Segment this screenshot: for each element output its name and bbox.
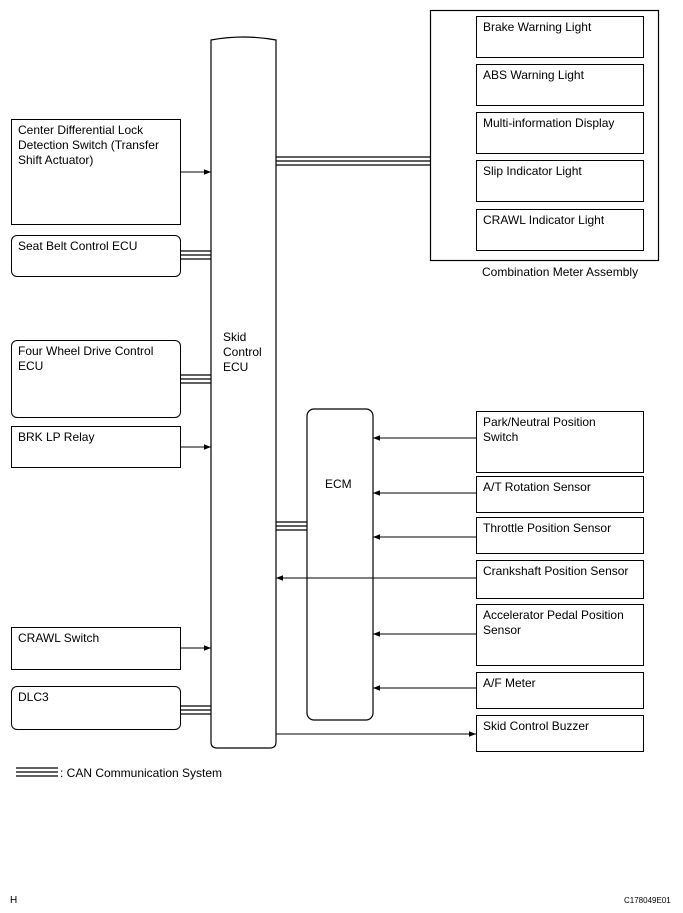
ecm-body bbox=[306, 408, 374, 721]
center-diff-lock-switch-box: Center Differential Lock Detection Switc… bbox=[11, 119, 181, 225]
park-neutral-position-switch-box: Park/Neutral Position Switch bbox=[476, 411, 644, 473]
four-wheel-drive-ecu-label: Four Wheel Drive Control ECU bbox=[18, 344, 154, 373]
can-line-meter bbox=[276, 156, 430, 166]
crawl-indicator-light-label: CRAWL Indicator Light bbox=[483, 213, 605, 227]
skid-ecu-label: Skid Control ECU bbox=[223, 330, 262, 374]
af-meter-box: A/F Meter bbox=[476, 672, 644, 709]
crawl-indicator-light-box: CRAWL Indicator Light bbox=[476, 209, 644, 251]
center-diff-lock-switch-label: Center Differential Lock Detection Switc… bbox=[18, 123, 159, 167]
slip-indicator-light-label: Slip Indicator Light bbox=[483, 164, 582, 178]
at-rotation-sensor-box: A/T Rotation Sensor bbox=[476, 476, 644, 513]
corner-mark-left: H bbox=[10, 895, 18, 906]
skid-control-buzzer-box: Skid Control Buzzer bbox=[476, 715, 644, 752]
crankshaft-position-sensor-box: Crankshaft Position Sensor bbox=[476, 560, 644, 599]
seat-belt-control-ecu-label: Seat Belt Control ECU bbox=[18, 239, 138, 253]
can-line-4wd bbox=[181, 374, 211, 384]
crawl-switch-box: CRAWL Switch bbox=[11, 627, 181, 670]
ecm-label: ECM bbox=[325, 477, 352, 491]
seat-belt-control-ecu-box: Seat Belt Control ECU bbox=[11, 235, 181, 277]
park-neutral-position-switch-label: Park/Neutral Position Switch bbox=[483, 415, 596, 444]
brake-warning-light-label: Brake Warning Light bbox=[483, 20, 592, 34]
crawl-switch-label: CRAWL Switch bbox=[18, 631, 100, 645]
throttle-position-sensor-box: Throttle Position Sensor bbox=[476, 517, 644, 554]
crankshaft-position-sensor-label: Crankshaft Position Sensor bbox=[483, 564, 629, 578]
dlc3-box: DLC3 bbox=[11, 686, 181, 730]
abs-warning-light-box: ABS Warning Light bbox=[476, 64, 644, 106]
af-meter-label: A/F Meter bbox=[483, 676, 536, 690]
combination-meter-outline bbox=[429, 9, 660, 262]
legend-label: : CAN Communication System bbox=[60, 766, 223, 780]
at-rotation-sensor-label: A/T Rotation Sensor bbox=[483, 480, 591, 494]
multi-information-display-box: Multi-information Display bbox=[476, 112, 644, 154]
slip-indicator-light-box: Slip Indicator Light bbox=[476, 160, 644, 202]
brk-lp-relay-box: BRK LP Relay bbox=[11, 426, 181, 468]
dlc3-label: DLC3 bbox=[18, 690, 49, 704]
multi-information-display-label: Multi-information Display bbox=[483, 116, 615, 130]
abs-warning-light-label: ABS Warning Light bbox=[483, 68, 584, 82]
throttle-position-sensor-label: Throttle Position Sensor bbox=[483, 521, 612, 535]
can-line-ecm bbox=[276, 521, 307, 531]
brk-lp-relay-label: BRK LP Relay bbox=[18, 430, 95, 444]
combination-meter-label: Combination Meter Assembly bbox=[482, 265, 639, 279]
four-wheel-drive-ecu-box: Four Wheel Drive Control ECU bbox=[11, 340, 181, 418]
accelerator-pedal-position-sensor-label: Accelerator Pedal Position Sensor bbox=[483, 608, 624, 637]
accelerator-pedal-position-sensor-box: Accelerator Pedal Position Sensor bbox=[476, 604, 644, 666]
can-line-seatbelt bbox=[181, 250, 211, 260]
skid-ecu-body bbox=[210, 36, 277, 749]
skid-control-buzzer-label: Skid Control Buzzer bbox=[483, 719, 590, 733]
corner-mark-right: C178049E01 bbox=[624, 896, 671, 905]
can-line-dlc3 bbox=[181, 705, 211, 715]
brake-warning-light-box: Brake Warning Light bbox=[476, 16, 644, 58]
legend-can-symbol bbox=[16, 767, 58, 777]
